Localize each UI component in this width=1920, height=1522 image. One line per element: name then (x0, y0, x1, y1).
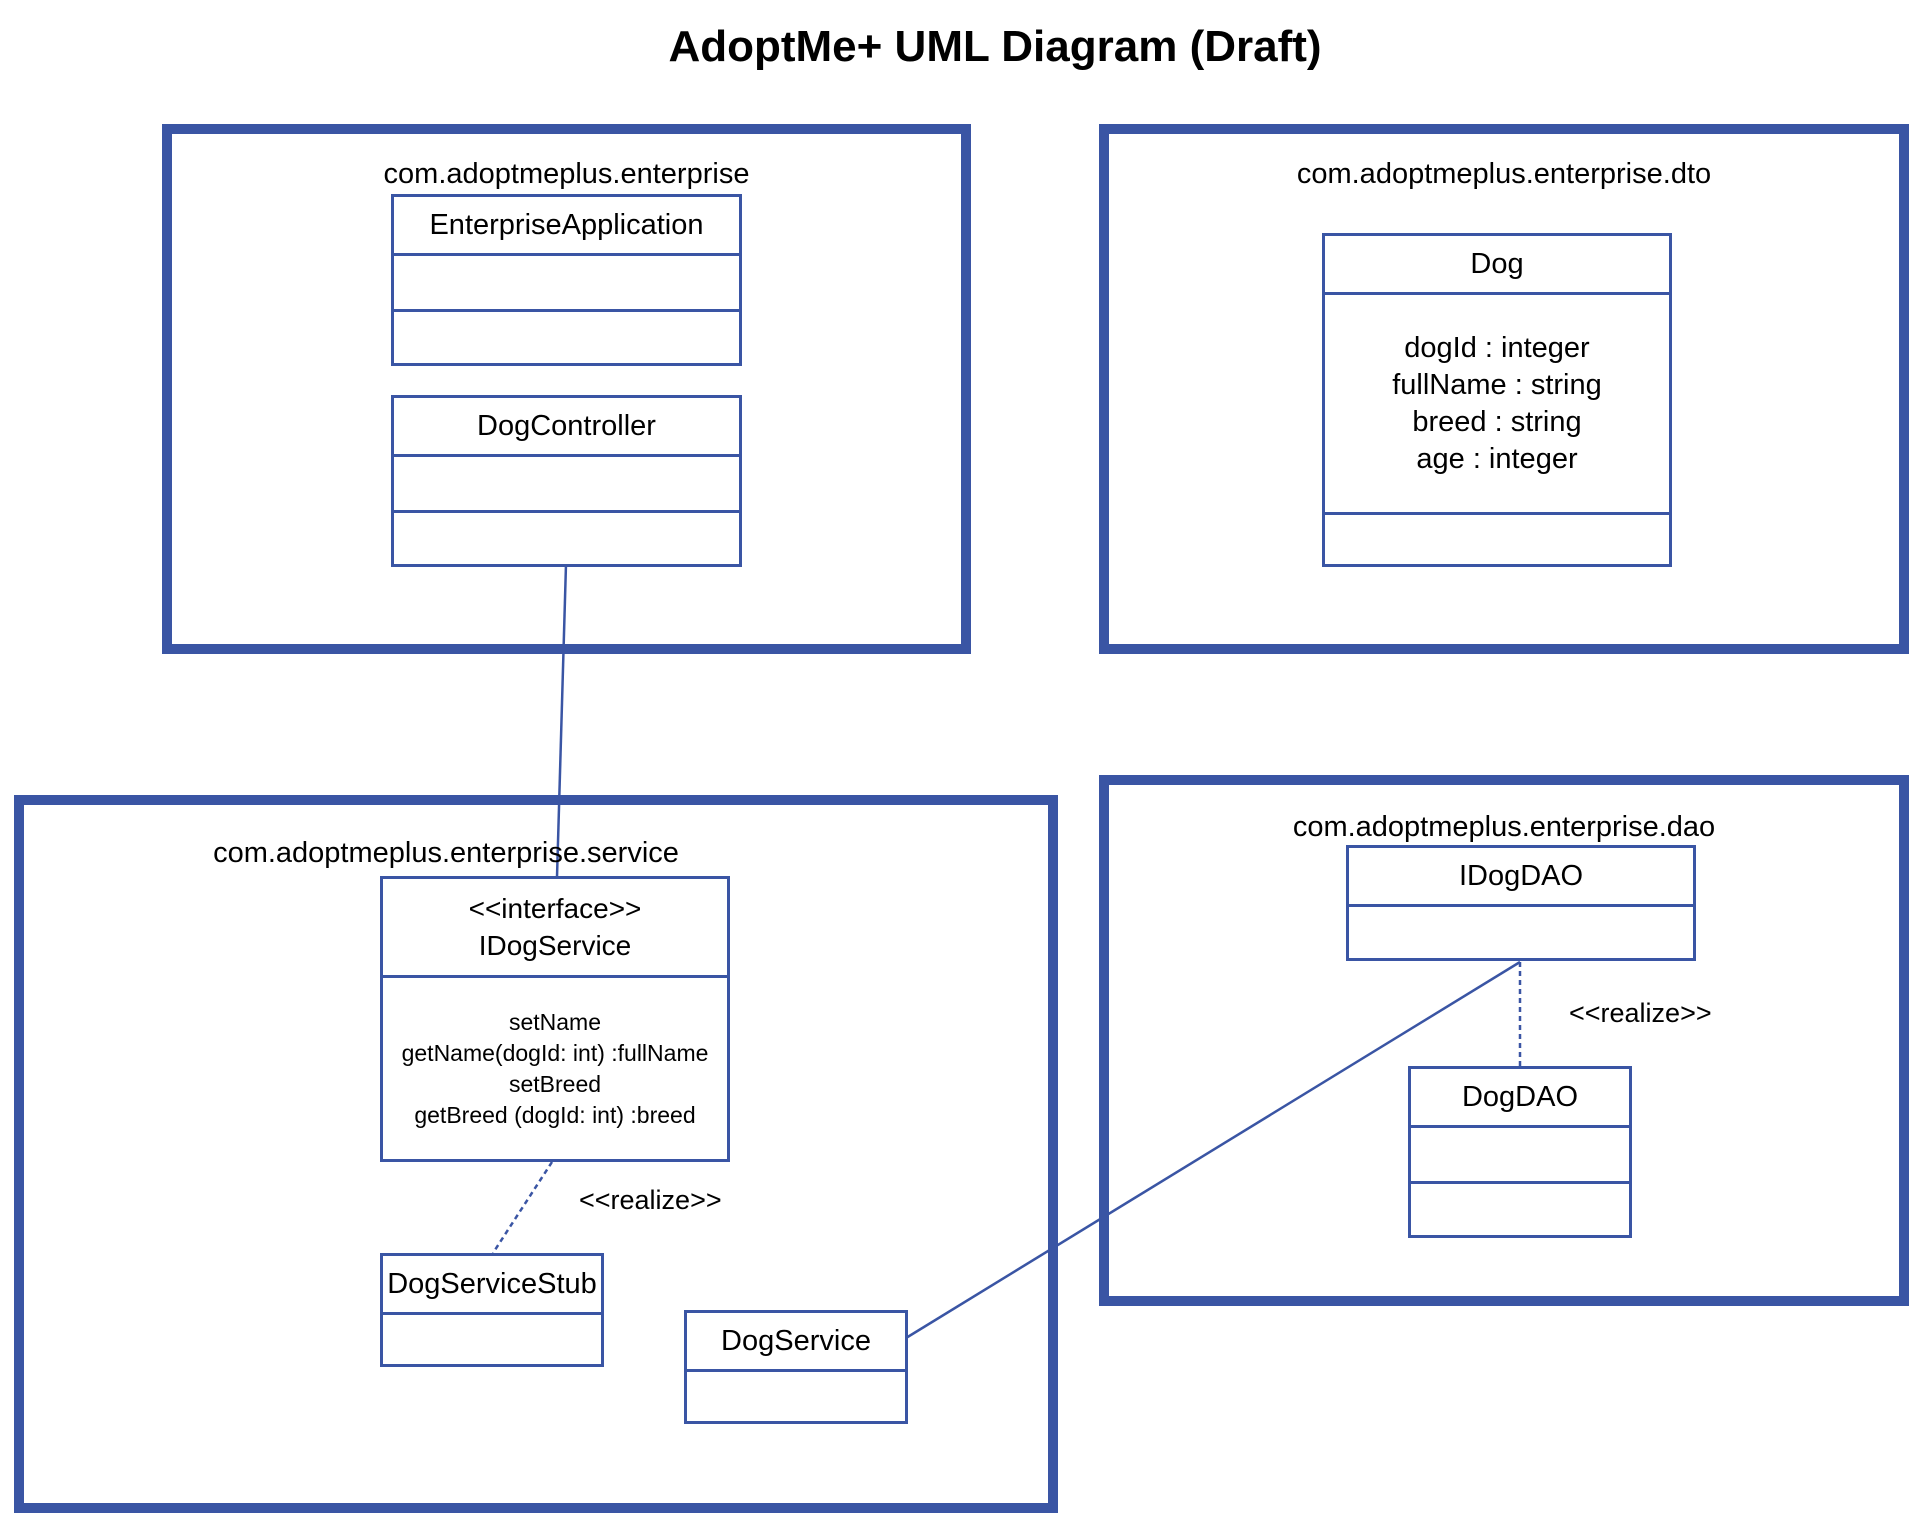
operations-section (1325, 512, 1669, 564)
attributes-section: dogId : integer fullName : string breed … (1325, 292, 1669, 512)
class-name: EnterpriseApplication (429, 208, 704, 241)
class-name: IDogDAO (1458, 859, 1584, 892)
class-name: DogController (477, 409, 656, 442)
class-name: DogServiceStub (387, 1267, 597, 1300)
class-name: DogService (721, 1324, 871, 1357)
operations-section: setName getName(dogId: int) :fullName se… (383, 975, 727, 1159)
operation: getBreed (dogId: int) :breed (414, 1101, 696, 1128)
class-dog[interactable]: Dog dogId : integer fullName : string br… (1322, 233, 1672, 567)
operations-section (394, 309, 739, 363)
realize-label-dao: <<realize>> (1569, 998, 1712, 1028)
package-label: com.adoptmeplus.enterprise (383, 158, 750, 190)
attributes-section (394, 454, 739, 510)
class-dog-controller[interactable]: DogController (391, 395, 742, 567)
attributes-section (1349, 904, 1693, 958)
class-enterprise-application[interactable]: EnterpriseApplication (391, 194, 742, 366)
diagram-title: AdoptMe+ UML Diagram (Draft) (668, 22, 1322, 71)
attributes-section (687, 1369, 905, 1421)
dogservice-to-idogdao-association (905, 960, 1521, 1340)
operation: setBreed (508, 1070, 602, 1097)
class-dog-service[interactable]: DogService (684, 1310, 908, 1424)
class-name: DogDAO (1461, 1080, 1579, 1113)
package-label: com.adoptmeplus.enterprise.dao (1292, 811, 1716, 843)
operation: getName(dogId: int) :fullName (401, 1039, 709, 1066)
operations-section (394, 510, 739, 564)
attribute: age : integer (1416, 442, 1578, 475)
stereotype: <<interface>> (468, 893, 642, 924)
package-service: com.adoptmeplus.enterprise.service (14, 795, 1058, 1513)
package-label: com.adoptmeplus.enterprise.service (213, 837, 679, 869)
class-idog-dao[interactable]: IDogDAO (1346, 845, 1696, 961)
attributes-section (383, 1312, 601, 1364)
attribute: fullName : string (1392, 368, 1602, 401)
class-idog-service[interactable]: <<interface>> IDogService setName getNam… (380, 876, 730, 1162)
package-enterprise: com.adoptmeplus.enterprise (162, 124, 971, 654)
attributes-section (394, 253, 739, 309)
attribute: dogId : integer (1404, 331, 1590, 364)
package-dao: com.adoptmeplus.enterprise.dao (1099, 775, 1909, 1306)
operation: setName (508, 1008, 602, 1035)
class-name: Dog (1470, 247, 1524, 280)
realize-label-service: <<realize>> (579, 1185, 722, 1215)
operations-section (1411, 1181, 1629, 1235)
attributes-section (1411, 1125, 1629, 1181)
dogservicestub-realize-idogservice (491, 1161, 554, 1254)
attribute: breed : string (1412, 405, 1582, 438)
class-name: IDogService (478, 930, 632, 961)
class-header: <<interface>> IDogService (383, 879, 727, 975)
class-dog-dao[interactable]: DogDAO (1408, 1066, 1632, 1238)
class-dog-service-stub[interactable]: DogServiceStub (380, 1253, 604, 1367)
package-dto: com.adoptmeplus.enterprise.dto (1099, 124, 1909, 654)
controller-to-idogservice-association (555, 563, 568, 878)
package-label: com.adoptmeplus.enterprise.dto (1296, 158, 1712, 190)
